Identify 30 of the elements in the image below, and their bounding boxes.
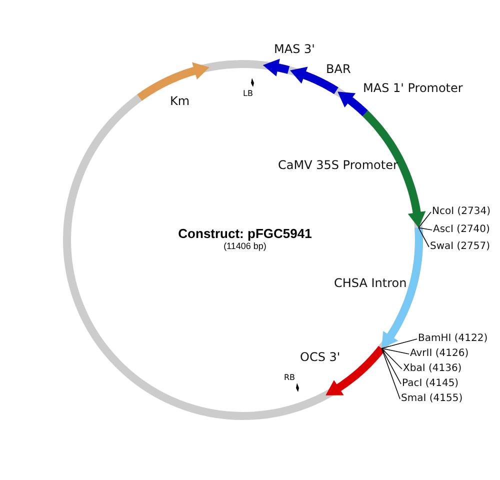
restriction-site-label: SwaI (2757) [430,241,490,253]
border-label: LB [243,89,253,99]
feature-label: CHSA Intron [334,276,407,290]
title: Construct: pFGC5941 [178,226,312,241]
restriction-site-label: SmaI (4155) [401,393,463,405]
border-label: RB [284,373,296,383]
feature-band [326,346,385,396]
leader-line [381,348,400,400]
feature-label: CaMV 35S Promoter [278,158,398,172]
feature-label: OCS 3' [300,350,340,364]
leader-line [381,348,402,384]
caption: (11406 bp) [224,241,266,252]
restriction-site-label: BamHI (4122) [418,333,488,345]
leader-line [418,227,430,248]
feature-label: MAS 1' Promoter [363,81,463,95]
feature-band [262,58,290,76]
leader-line [381,338,418,349]
leader-line [381,348,410,354]
feature-label: MAS 3' [274,42,315,56]
feature-label: BAR [326,62,351,76]
restriction-site-label: XbaI (4136) [403,363,462,375]
restriction-site-label: AvrII (4126) [410,348,469,360]
feature-band [338,92,368,116]
restriction-site-label: PacI (4145) [402,378,459,390]
leader-line [418,212,432,228]
restriction-site-label: AscI (2740) [433,224,490,236]
restriction-site-label: NcoI (2734) [432,206,490,218]
leader-line [418,227,432,230]
leader-line [381,348,402,370]
feature-label: Km [170,94,190,108]
